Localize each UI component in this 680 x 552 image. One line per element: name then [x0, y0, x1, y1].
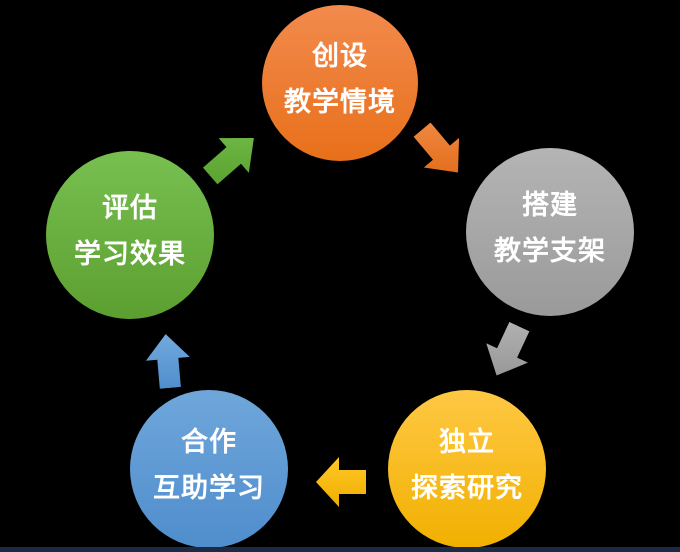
node-create-teaching-context: 创设 教学情境	[262, 5, 418, 161]
arrow-icon-research-to-cooperate	[316, 457, 366, 507]
node-label-line1: 搭建	[522, 190, 578, 221]
bottom-edge-line	[0, 547, 680, 552]
arrow-icon-create-to-scaffold	[404, 115, 475, 187]
node-label-line2: 学习效果	[74, 239, 186, 270]
arrow-icon-cooperate-to-evaluate	[144, 332, 193, 390]
node-independent-exploration-research: 独立 探索研究	[388, 390, 546, 548]
node-label-line2: 探索研究	[411, 473, 523, 504]
node-evaluate-learning-outcomes: 评估 学习效果	[46, 151, 214, 319]
node-cooperative-mutual-learning: 合作 互助学习	[130, 390, 288, 548]
node-label-line2: 教学支架	[494, 236, 606, 267]
arrow-icon-scaffold-to-research	[476, 317, 541, 385]
node-label-line2: 互助学习	[153, 473, 265, 504]
node-label-line1: 评估	[102, 193, 158, 224]
node-label-line1: 合作	[181, 427, 237, 458]
node-label-line1: 创设	[312, 41, 368, 72]
node-build-teaching-scaffold: 搭建 教学支架	[466, 148, 634, 316]
node-label-line1: 独立	[439, 427, 495, 458]
node-label-line2: 教学情境	[284, 87, 396, 118]
arrow-icon-evaluate-to-create	[195, 121, 269, 194]
